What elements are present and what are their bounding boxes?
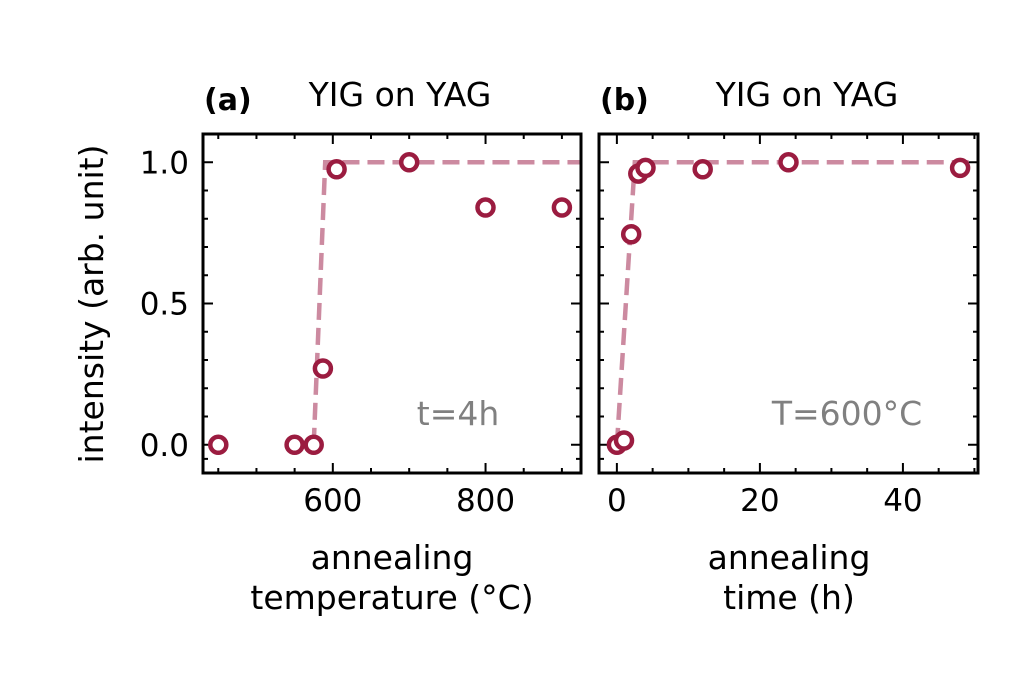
panel-a: (a) YIG on YAG intensity (arb. unit) ann…: [72, 75, 583, 617]
fit-line: [311, 160, 581, 445]
panel-b-points: [606, 152, 971, 456]
y-tick-label: 0.0: [140, 428, 189, 464]
x-tick-label: 0: [607, 483, 627, 519]
data-point: [778, 152, 799, 173]
panel-a-xlabel-line1: annealing: [311, 538, 474, 577]
data-point: [551, 197, 573, 218]
data-point: [303, 434, 324, 456]
data-point: [635, 157, 656, 179]
panel-a-annotation: t=4h: [417, 394, 500, 433]
data-point: [398, 152, 420, 173]
panel-b-xlabel-line1: annealing: [708, 538, 871, 577]
x-tick-label: 800: [456, 483, 515, 519]
y-axis-label: intensity (arb. unit): [72, 145, 111, 464]
panel-b-fit: [614, 160, 978, 445]
x-tick-label: 40: [883, 483, 922, 519]
panel-b-label: (b): [600, 83, 649, 118]
data-point: [312, 358, 334, 379]
panel-b-annotation: T=600°C: [771, 394, 922, 433]
panel-a-label: (a): [204, 83, 252, 118]
panel-b-title: YIG on YAG: [715, 75, 899, 114]
fit-line: [614, 160, 978, 445]
panel-b-xlabel-line2: time (h): [723, 578, 855, 617]
data-point: [475, 197, 496, 218]
panel-b-ticks: 0 20 40: [599, 134, 978, 519]
data-point: [284, 434, 305, 456]
panel-a-ticks: 600 800 0.0 0.5 1.0: [140, 134, 581, 519]
data-point: [949, 157, 971, 179]
x-tick-label: 600: [303, 483, 362, 519]
panel-a-title: YIG on YAG: [308, 75, 492, 114]
panel-a-frame: [201, 132, 583, 475]
y-tick-label: 0.5: [140, 287, 189, 323]
panel-a-fit: [311, 160, 581, 445]
panel-a-xlabel-line2: temperature (°C): [250, 578, 533, 617]
data-point: [692, 159, 713, 180]
x-tick-label: 20: [740, 483, 779, 519]
data-point: [620, 224, 642, 245]
panel-b-frame: [597, 132, 980, 475]
data-point: [326, 159, 347, 180]
panel-a-points: [208, 152, 573, 456]
y-tick-label: 1.0: [140, 145, 189, 181]
data-point: [613, 430, 635, 451]
panel-b: (b) YIG on YAG annealing time (h) T=600°…: [597, 75, 980, 617]
data-point: [208, 434, 229, 456]
